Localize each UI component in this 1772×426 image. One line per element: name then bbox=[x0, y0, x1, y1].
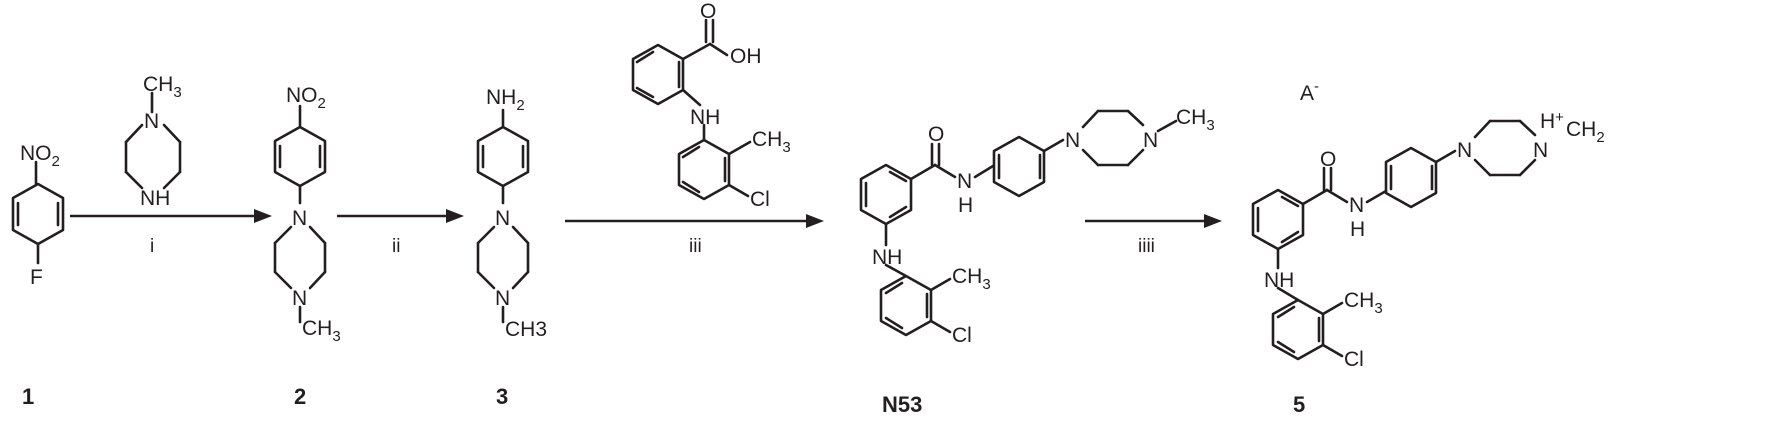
compound-5-protonated-h: H+ bbox=[1540, 109, 1564, 133]
compound-2-n-top: N bbox=[292, 207, 307, 230]
compound-1-fluorine: F bbox=[30, 266, 43, 289]
acid-bonds bbox=[631, 18, 752, 201]
compound-5-piperazine-nplus: N bbox=[1533, 139, 1548, 162]
acid-carbonyl-o: O bbox=[700, 0, 716, 23]
n53-piperazine-methyl: CH3 bbox=[1176, 106, 1215, 134]
n53-piperazine-n1: N bbox=[1065, 129, 1080, 152]
arrow-step-iii: iii bbox=[565, 214, 824, 257]
compound-5-amide-h: H bbox=[1350, 218, 1365, 241]
compound-5-anion: A- bbox=[1300, 78, 1319, 105]
n53-amide-n: N bbox=[957, 170, 972, 193]
compound-5: A- bbox=[1251, 78, 1605, 417]
compound-n53: O N H N N CH3 NH CH3 Cl N53 bbox=[859, 106, 1215, 417]
arrow-step-ii: ii bbox=[337, 209, 464, 257]
methylpiperazine-methyl: CH3 bbox=[143, 73, 182, 101]
compound-3-n-top: N bbox=[495, 207, 510, 230]
compound-3-label: 3 bbox=[496, 384, 508, 409]
acid-nh: NH bbox=[690, 106, 720, 129]
n53-piperazine-n4: N bbox=[1143, 129, 1158, 152]
compound-5-methyl: CH3 bbox=[1344, 289, 1383, 317]
condition-iii: iii bbox=[689, 236, 702, 257]
compound-2-bonds bbox=[273, 104, 327, 324]
condition-iiii: iiii bbox=[1138, 236, 1155, 257]
compound-2-label: 2 bbox=[294, 384, 306, 409]
compound-1-bonds bbox=[11, 160, 65, 265]
compound-5-bonds bbox=[1251, 119, 1537, 361]
compound-n53-label: N53 bbox=[882, 392, 922, 417]
compound-2: NO2 N N CH3 2 bbox=[273, 84, 341, 409]
condition-i: i bbox=[150, 236, 154, 257]
compound-5-nh: NH bbox=[1264, 269, 1294, 292]
compound-1-label: 1 bbox=[22, 384, 34, 409]
compound-2-nitro: NO2 bbox=[286, 84, 326, 112]
acid-methyl: CH3 bbox=[752, 128, 791, 156]
compound-5-label: 5 bbox=[1293, 392, 1305, 417]
condition-ii: ii bbox=[392, 236, 400, 257]
n53-methyl: CH3 bbox=[952, 265, 991, 293]
n53-bonds bbox=[859, 109, 1178, 337]
methylpiperazine-n: N bbox=[144, 110, 159, 133]
arrow-step-iiii: iiii bbox=[1085, 214, 1222, 257]
compound-1: NO2 F 1 bbox=[11, 142, 65, 409]
n53-amide-h: H bbox=[958, 194, 973, 217]
acid-oh: OH bbox=[730, 45, 762, 68]
compound-3-amine: NH2 bbox=[486, 86, 525, 114]
compound-2-n-bottom: N bbox=[292, 287, 307, 310]
compound-3-bonds bbox=[476, 108, 530, 324]
methylpiperazine-nh: NH bbox=[140, 187, 170, 210]
reagent-methylpiperazine: CH3 N NH bbox=[124, 73, 182, 210]
n53-nh: NH bbox=[872, 246, 902, 269]
compound-5-carbonyl-o: O bbox=[1320, 148, 1336, 171]
acid-chlorine: Cl bbox=[750, 188, 770, 211]
methylpiperazine-bonds bbox=[124, 91, 182, 190]
compound-5-piperazine-methyl: CH2 bbox=[1566, 118, 1605, 146]
compound-3-methyl: CH3 bbox=[505, 318, 547, 341]
n53-carbonyl-o: O bbox=[928, 123, 944, 146]
n53-chlorine: Cl bbox=[952, 324, 972, 347]
compound-2-methyl: CH3 bbox=[302, 317, 341, 345]
compound-5-piperazine-n1: N bbox=[1457, 139, 1472, 162]
compound-5-chlorine: Cl bbox=[1344, 348, 1364, 371]
arrow-step-i: i bbox=[70, 209, 272, 257]
compound-3: NH2 N N CH3 3 bbox=[476, 86, 547, 409]
compound-3-n-bottom: N bbox=[495, 287, 510, 310]
compound-5-amide-n: N bbox=[1349, 194, 1364, 217]
compound-1-nitro: NO2 bbox=[20, 142, 60, 170]
reagent-tolfenamic-acid: O OH NH CH3 Cl bbox=[631, 0, 791, 211]
